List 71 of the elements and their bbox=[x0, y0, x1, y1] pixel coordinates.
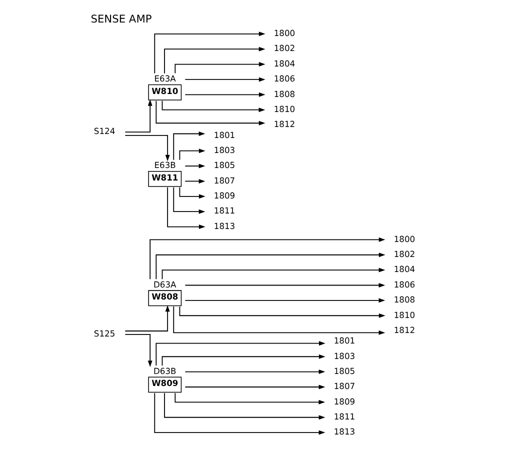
node-box: W809 bbox=[148, 376, 182, 393]
node-label: E63B bbox=[154, 160, 176, 170]
arrow bbox=[154, 392, 325, 435]
node-text: 1811 bbox=[213, 206, 235, 216]
node-box: W810 bbox=[148, 84, 182, 100]
arrow bbox=[161, 354, 325, 366]
arrow bbox=[166, 186, 205, 230]
node-text: 1806 bbox=[393, 279, 415, 290]
node-text: 1802 bbox=[393, 249, 415, 259]
arrow bbox=[124, 99, 152, 133]
node-text: 1813 bbox=[213, 220, 235, 231]
arrow bbox=[172, 132, 205, 160]
node-text: 1800 bbox=[273, 28, 295, 38]
arrow bbox=[164, 392, 325, 420]
node-text: 1805 bbox=[333, 366, 355, 376]
node-text: 1808 bbox=[393, 294, 415, 305]
node-text: 1807 bbox=[213, 175, 235, 186]
node-label: D63A bbox=[153, 279, 176, 290]
node-text: 1808 bbox=[273, 88, 295, 99]
arrow bbox=[184, 77, 265, 82]
arrow bbox=[184, 164, 205, 168]
node-text: 1809 bbox=[213, 190, 235, 201]
node-box: W808 bbox=[148, 290, 182, 306]
arrow bbox=[178, 186, 205, 199]
node-text: 1810 bbox=[393, 310, 415, 320]
arrow bbox=[172, 186, 205, 214]
arrow bbox=[124, 305, 170, 332]
node-text: 1807 bbox=[333, 381, 355, 392]
node-text: 1804 bbox=[273, 58, 295, 68]
arrow bbox=[184, 384, 325, 390]
arrow bbox=[178, 148, 205, 160]
arrow bbox=[174, 392, 325, 404]
arrow bbox=[124, 334, 152, 368]
diagram-title: SENSE AMP bbox=[90, 12, 152, 26]
node-label: D63B bbox=[153, 366, 176, 376]
node-text: 1804 bbox=[393, 264, 415, 274]
arrow bbox=[178, 306, 385, 318]
arrow bbox=[161, 268, 385, 280]
node-text: 1813 bbox=[333, 426, 355, 437]
node-text: 1803 bbox=[333, 350, 355, 361]
node-label: E63A bbox=[154, 74, 176, 84]
node-text: 1800 bbox=[393, 234, 415, 244]
arrow bbox=[154, 32, 265, 74]
node-text: 1801 bbox=[213, 130, 235, 140]
node-box: W811 bbox=[148, 170, 182, 187]
arrow bbox=[172, 306, 385, 335]
arrow bbox=[184, 92, 265, 97]
arrow bbox=[184, 370, 325, 374]
node-text: 1802 bbox=[273, 43, 295, 54]
arrow bbox=[164, 46, 265, 74]
node-text: 1812 bbox=[273, 119, 295, 130]
node-text: 1811 bbox=[333, 411, 355, 422]
node-text: 1812 bbox=[393, 324, 415, 335]
node-text: S124 bbox=[93, 126, 115, 136]
arrow bbox=[184, 178, 205, 184]
arrow bbox=[155, 252, 385, 280]
node-text: S125 bbox=[93, 328, 115, 339]
node-text: 1806 bbox=[273, 74, 295, 84]
arrow bbox=[155, 100, 265, 126]
arrow bbox=[184, 283, 385, 288]
arrow bbox=[124, 135, 170, 162]
arrow bbox=[149, 237, 385, 280]
arrow bbox=[155, 341, 325, 366]
node-text: 1801 bbox=[333, 336, 355, 346]
arrow bbox=[184, 298, 385, 303]
node-text: 1805 bbox=[213, 160, 235, 170]
arrow bbox=[174, 62, 265, 74]
node-text: 1809 bbox=[333, 396, 355, 406]
node-text: 1803 bbox=[213, 144, 235, 155]
node-text: 1810 bbox=[273, 104, 295, 114]
arrow bbox=[161, 100, 265, 112]
